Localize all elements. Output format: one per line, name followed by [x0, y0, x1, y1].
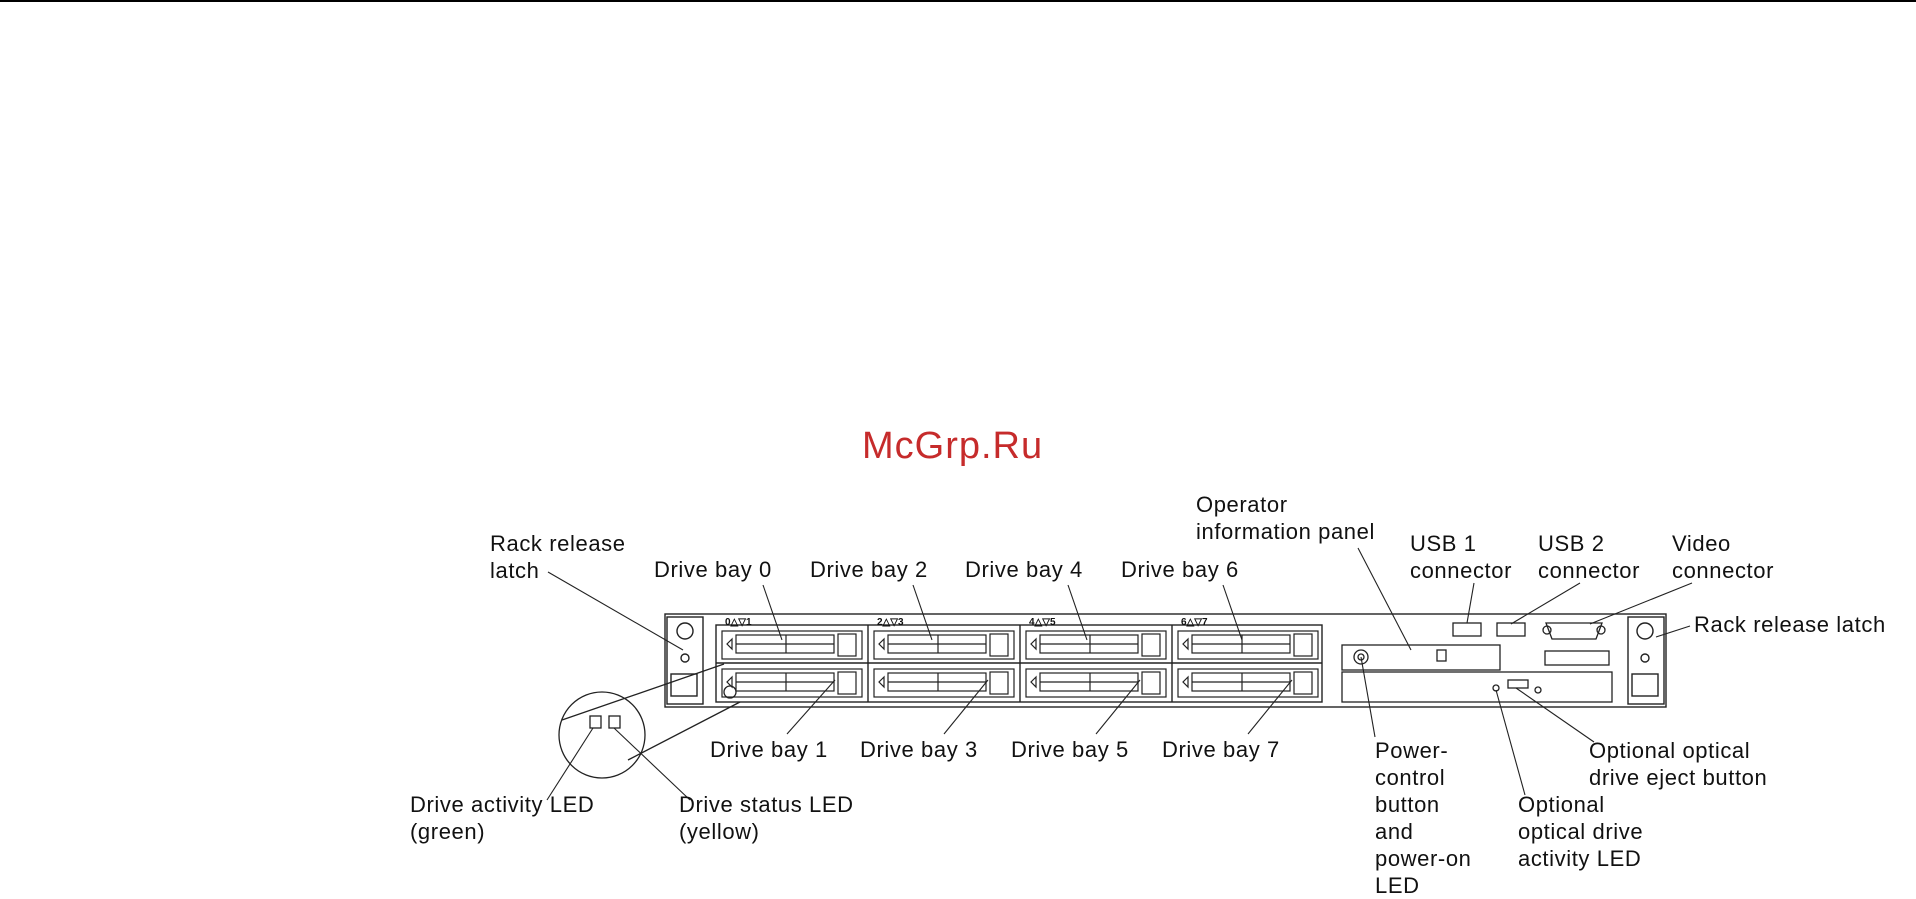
drive-bay-6: [1177, 630, 1319, 660]
drive-bay-3: [873, 668, 1015, 698]
drive-bay-2: [873, 630, 1015, 660]
right-latch-screw: [1636, 622, 1654, 640]
right-latch-hole: [1640, 653, 1650, 663]
label-drive-bay-1: Drive bay 1: [710, 737, 828, 762]
drive-status-led: [608, 715, 621, 729]
drive-bay-7-release-arrow: [1182, 675, 1189, 689]
drive-bay-3-latch: [989, 671, 1009, 695]
label-rack-release-latch-left: Rack release latch: [490, 531, 626, 583]
label-drive-activity-led: Drive activity LED (green): [410, 792, 595, 844]
drive-bay-6-latch: [1293, 633, 1313, 657]
server-chassis: [664, 613, 1667, 708]
label-optional-optical-drive-eject-button: Optional optical drive eject button: [1589, 738, 1768, 790]
vent-slot: [1544, 650, 1610, 666]
bay-pair-mark-6-7: 6△▽7: [1181, 617, 1208, 628]
label-rack-release-latch-right: Rack release latch: [1694, 612, 1886, 637]
drive-bay-5-latch: [1141, 671, 1161, 695]
label-usb-2-connector: USB 2 connector: [1538, 531, 1641, 583]
label-drive-bay-4: Drive bay 4: [965, 557, 1083, 582]
operator-information-panel: [1341, 644, 1501, 671]
right-rack-ear: [1627, 616, 1665, 705]
label-drive-bay-5: Drive bay 5: [1011, 737, 1129, 762]
drive-bay-4: [1025, 630, 1167, 660]
video-screw-left: [1542, 625, 1552, 635]
drive-bay-5-release-arrow: [1030, 675, 1037, 689]
bay-pair-mark-4-5: 4△▽5: [1029, 617, 1056, 628]
power-control-button: [1353, 649, 1369, 665]
usb-1-connector: [1452, 622, 1482, 637]
drive-bay-6-release-arrow: [1182, 637, 1189, 651]
watermark: McGrp.Ru: [862, 425, 1044, 467]
label-operator-information-panel: Operator information panel: [1196, 492, 1375, 544]
drive-bay-1-latch: [837, 671, 857, 695]
left-pull-handle: [670, 673, 698, 697]
drive-activity-led: [589, 715, 602, 729]
right-pull-handle: [1631, 673, 1659, 697]
drive-bay-7-latch: [1293, 671, 1313, 695]
label-drive-bay-0: Drive bay 0: [654, 557, 772, 582]
drive-bay-0: [721, 630, 863, 660]
label-power-control-button: Power- control button and power-on LED: [1375, 738, 1472, 898]
optical-drive-hole: [1534, 686, 1542, 694]
operator-panel-icon: [1436, 649, 1447, 662]
usb-2-connector: [1496, 622, 1526, 637]
top-rule: [0, 0, 1916, 2]
optical-drive-eject-button: [1507, 679, 1529, 689]
video-screw-right: [1596, 625, 1606, 635]
drive-bay-0-latch: [837, 633, 857, 657]
label-video-connector: Video connector: [1672, 531, 1775, 583]
label-optional-optical-drive-activity-led: Optional optical drive activity LED: [1518, 792, 1644, 871]
drive-bay-4-latch: [1141, 633, 1161, 657]
drive-bay-1-release-arrow: [726, 675, 733, 689]
left-latch-hole: [680, 653, 690, 663]
optical-drive: [1341, 671, 1613, 703]
label-drive-bay-6: Drive bay 6: [1121, 557, 1239, 582]
video-connector: [1545, 622, 1603, 640]
bay-pair-mark-2-3: 2△▽3: [877, 617, 904, 628]
drive-bay-7: [1177, 668, 1319, 698]
drive-bay-0-release-arrow: [726, 637, 733, 651]
left-rack-ear: [666, 616, 704, 705]
drive-bay-4-release-arrow: [1030, 637, 1037, 651]
label-drive-bay-3: Drive bay 3: [860, 737, 978, 762]
left-latch-screw: [676, 622, 694, 640]
label-usb-1-connector: USB 1 connector: [1410, 531, 1513, 583]
led-magnifier: [558, 691, 646, 779]
drive-bay-3-release-arrow: [878, 675, 885, 689]
label-drive-bay-7: Drive bay 7: [1162, 737, 1280, 762]
label-drive-bay-2: Drive bay 2: [810, 557, 928, 582]
label-drive-status-led: Drive status LED (yellow): [679, 792, 854, 844]
drive-bay-2-latch: [989, 633, 1009, 657]
bay-pair-mark-0-1: 0△▽1: [725, 617, 752, 628]
drive-bay-5: [1025, 668, 1167, 698]
drive-bay-2-release-arrow: [878, 637, 885, 651]
drive-bay-1: [721, 668, 863, 698]
